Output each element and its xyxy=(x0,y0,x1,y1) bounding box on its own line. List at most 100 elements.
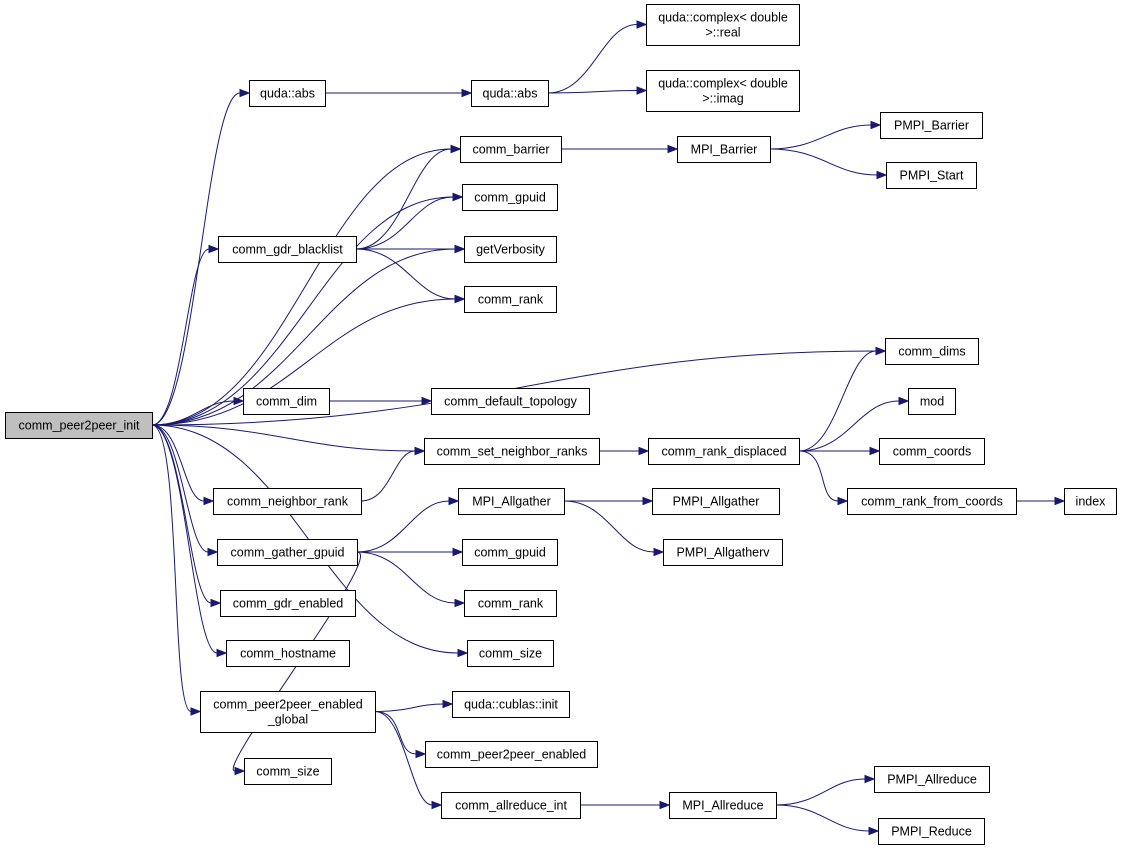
arrowhead-icon xyxy=(898,396,910,406)
edge-quda-abs-to-quda-complex-double-real xyxy=(547,20,648,94)
node-pmpi-start[interactable]: PMPI_Start xyxy=(886,162,977,189)
node-mpi-barrier[interactable]: MPI_Barrier xyxy=(677,136,771,163)
node-box[interactable] xyxy=(460,136,562,163)
node-index[interactable]: index xyxy=(1064,488,1117,515)
arrowhead-icon xyxy=(234,766,246,776)
node-box[interactable] xyxy=(5,412,153,439)
node-box[interactable] xyxy=(847,488,1017,515)
node-comm-neighbor-rank[interactable]: comm_neighbor_rank xyxy=(213,488,362,515)
edge-comm-barrier-to-mpi-barrier xyxy=(560,144,679,154)
node-box[interactable] xyxy=(648,438,800,465)
edge-quda-abs-to-quda-abs xyxy=(325,88,473,98)
node-comm-allreduce-int[interactable]: comm_allreduce_int xyxy=(441,792,581,819)
node-comm-hostname[interactable]: comm_hostname xyxy=(226,640,350,667)
edge-line xyxy=(356,500,450,553)
node-quda-abs[interactable]: quda::abs xyxy=(249,80,326,107)
node-box[interactable] xyxy=(458,488,565,515)
node-box[interactable] xyxy=(886,162,977,189)
node-box[interactable] xyxy=(646,70,800,112)
arrowhead-icon xyxy=(638,446,650,456)
node-box[interactable] xyxy=(879,438,985,465)
node-box[interactable] xyxy=(217,539,358,566)
node-pmpi-allgatherv[interactable]: PMPI_Allgatherv xyxy=(663,539,783,566)
node-quda-abs[interactable]: quda::abs xyxy=(471,80,549,107)
node-comm-peer2peer-init[interactable]: comm_peer2peer_init xyxy=(5,412,153,439)
node-box[interactable] xyxy=(200,691,376,733)
node-box[interactable] xyxy=(462,539,558,566)
node-box[interactable] xyxy=(441,792,581,819)
node-comm-set-neighbor-ranks[interactable]: comm_set_neighbor_ranks xyxy=(424,438,600,465)
node-comm-size[interactable]: comm_size xyxy=(467,640,554,667)
node-box[interactable] xyxy=(226,640,350,667)
node-mpi-allreduce[interactable]: MPI_Allreduce xyxy=(669,792,777,819)
node-comm-rank[interactable]: comm_rank xyxy=(464,286,557,313)
node-box[interactable] xyxy=(249,80,326,107)
node-quda-cublas-init[interactable]: quda::cublas::init xyxy=(452,691,570,718)
node-comm-barrier[interactable]: comm_barrier xyxy=(460,136,562,163)
node-comm-peer2peer-enabled[interactable]: comm_peer2peer_enabled xyxy=(425,741,598,768)
node-box[interactable] xyxy=(663,539,783,566)
node-box[interactable] xyxy=(425,741,598,768)
node-quda-complex-double-imag[interactable]: quda::complex< double>::imag xyxy=(646,70,800,112)
edge-line xyxy=(151,424,205,502)
edge-line xyxy=(360,450,416,502)
node-label: MPI_Barrier xyxy=(691,143,758,157)
node-box[interactable] xyxy=(462,184,558,211)
node-box[interactable] xyxy=(213,488,362,515)
node-box[interactable] xyxy=(464,236,557,263)
node-label: comm_peer2peer_enabled xyxy=(213,698,362,712)
node-comm-rank-displaced[interactable]: comm_rank_displaced xyxy=(648,438,800,465)
node-box[interactable] xyxy=(464,286,557,313)
node-box[interactable] xyxy=(885,338,979,365)
node-comm-gpuid[interactable]: comm_gpuid xyxy=(462,184,558,211)
node-quda-complex-double-real[interactable]: quda::complex< double>::real xyxy=(646,4,800,46)
node-box[interactable] xyxy=(874,766,990,793)
node-box[interactable] xyxy=(220,590,356,617)
node-box[interactable] xyxy=(652,488,780,515)
node-label: comm_gdr_blacklist xyxy=(232,243,343,257)
node-mpi-allgather[interactable]: MPI_Allgather xyxy=(458,488,565,515)
edge-line xyxy=(355,248,456,300)
node-box[interactable] xyxy=(669,792,777,819)
node-comm-coords[interactable]: comm_coords xyxy=(879,438,985,465)
node-comm-default-topology[interactable]: comm_default_topology xyxy=(431,388,590,415)
node-comm-peer2peer-enabled-global[interactable]: comm_peer2peer_enabled_global xyxy=(200,691,376,733)
arrowhead-icon xyxy=(667,144,679,154)
node-box[interactable] xyxy=(244,758,332,785)
node-comm-gpuid[interactable]: comm_gpuid xyxy=(462,539,558,566)
node-getverbosity[interactable]: getVerbosity xyxy=(464,236,557,263)
node-pmpi-barrier[interactable]: PMPI_Barrier xyxy=(880,112,983,139)
node-box[interactable] xyxy=(880,112,983,139)
arrowhead-icon xyxy=(869,446,881,456)
node-label: PMPI_Reduce xyxy=(891,825,972,839)
node-box[interactable] xyxy=(467,640,554,667)
node-comm-dim[interactable]: comm_dim xyxy=(243,388,330,415)
node-box[interactable] xyxy=(243,388,330,415)
node-box[interactable] xyxy=(646,4,800,46)
node-comm-rank-from-coords[interactable]: comm_rank_from_coords xyxy=(847,488,1017,515)
node-box[interactable] xyxy=(424,438,600,465)
node-pmpi-reduce[interactable]: PMPI_Reduce xyxy=(878,818,985,845)
node-mod[interactable]: mod xyxy=(908,388,956,415)
node-box[interactable] xyxy=(464,590,557,617)
node-comm-gdr-enabled[interactable]: comm_gdr_enabled xyxy=(220,590,356,617)
node-comm-gather-gpuid[interactable]: comm_gather_gpuid xyxy=(217,539,358,566)
node-pmpi-allreduce[interactable]: PMPI_Allreduce xyxy=(874,766,990,793)
node-comm-size[interactable]: comm_size xyxy=(244,758,332,785)
node-box[interactable] xyxy=(218,236,357,263)
node-comm-gdr-blacklist[interactable]: comm_gdr_blacklist xyxy=(218,236,357,263)
node-pmpi-allgather[interactable]: PMPI_Allgather xyxy=(652,488,780,515)
node-box[interactable] xyxy=(908,388,956,415)
node-box[interactable] xyxy=(1064,488,1117,515)
edge-comm-gather-gpuid-to-mpi-allgather xyxy=(356,496,460,553)
node-comm-dims[interactable]: comm_dims xyxy=(885,338,979,365)
node-box[interactable] xyxy=(878,818,985,845)
arrowhead-icon xyxy=(452,547,464,557)
node-box[interactable] xyxy=(452,691,570,718)
node-comm-rank[interactable]: comm_rank xyxy=(464,590,557,617)
node-box[interactable] xyxy=(677,136,771,163)
node-box[interactable] xyxy=(431,388,590,415)
edge-line xyxy=(151,424,209,553)
arrowhead-icon xyxy=(239,88,251,98)
node-box[interactable] xyxy=(471,80,549,107)
